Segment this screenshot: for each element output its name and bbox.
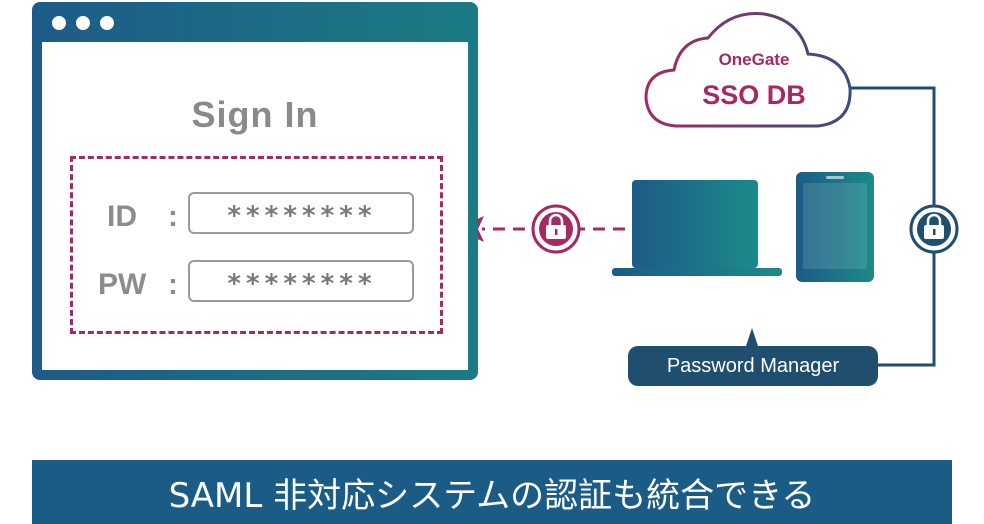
id-label: ID <box>107 200 137 233</box>
cloud-db-label: SSO DB <box>702 80 806 110</box>
lock-icon <box>909 204 959 254</box>
cloud-brand: OneGate <box>718 50 790 69</box>
window-dot <box>76 16 90 30</box>
browser-window: Sign In ID : ******** PW : ******** <box>32 2 478 380</box>
id-colon: : <box>168 200 178 233</box>
page-title: Sign In <box>191 94 319 135</box>
callout-tail <box>746 328 758 346</box>
password-manager-label: Password Manager <box>628 346 878 386</box>
tablet-icon <box>796 172 874 282</box>
pw-colon: : <box>168 268 178 301</box>
browser-content: Sign In ID : ******** PW : ******** <box>42 42 468 370</box>
lock-icon <box>531 204 581 254</box>
autofill-region <box>70 156 443 334</box>
pw-value: ******** <box>226 269 376 299</box>
laptop-icon <box>612 180 782 276</box>
cloud-icon <box>644 12 852 128</box>
id-input[interactable]: ******** <box>188 192 414 234</box>
caption-banner: SAML 非対応システムの認証も統合できる <box>32 460 952 524</box>
id-value: ******** <box>226 201 376 231</box>
window-dot <box>52 16 66 30</box>
pw-input[interactable]: ******** <box>188 260 414 302</box>
window-dot <box>100 16 114 30</box>
pw-label: PW <box>98 268 147 301</box>
